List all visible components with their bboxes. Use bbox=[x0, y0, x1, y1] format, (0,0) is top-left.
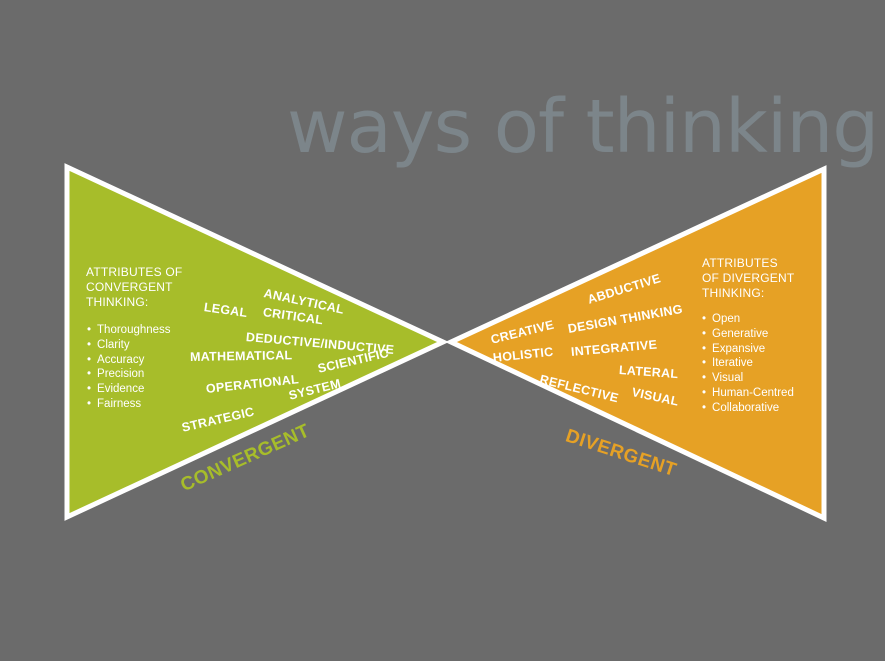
divergent-attribute: Generative bbox=[702, 327, 794, 342]
divergent-attribute: Collaborative bbox=[702, 401, 794, 416]
convergent-attributes-list: Thoroughness Clarity Accuracy Precision … bbox=[87, 323, 171, 412]
convergent-attributes-heading: ATTRIBUTES OF CONVERGENT THINKING: bbox=[86, 265, 182, 310]
convergent-triangle bbox=[64, 163, 449, 521]
page-title: ways of thinking. bbox=[287, 84, 885, 170]
convergent-attribute: Evidence bbox=[87, 382, 171, 397]
divergent-attribute: Human-Centred bbox=[702, 386, 794, 401]
convergent-heading-line-3: THINKING: bbox=[86, 295, 149, 309]
convergent-heading-line-1: ATTRIBUTES OF bbox=[86, 265, 183, 279]
divergent-heading-line-3: THINKING: bbox=[702, 286, 765, 300]
term-mathematical: MATHEMATICAL bbox=[189, 348, 293, 364]
convergent-attribute: Thoroughness bbox=[87, 323, 171, 338]
divergent-attribute: Expansive bbox=[702, 342, 794, 357]
convergent-attribute: Accuracy bbox=[87, 353, 171, 368]
divergent-triangle bbox=[445, 165, 827, 522]
divergent-attribute: Visual bbox=[702, 371, 794, 386]
convergent-heading-line-2: CONVERGENT bbox=[86, 280, 173, 294]
divergent-heading-line-1: ATTRIBUTES bbox=[702, 256, 778, 270]
divergent-attributes-list: Open Generative Expansive Iterative Visu… bbox=[702, 312, 794, 416]
divergent-attributes-heading: ATTRIBUTES OF DIVERGENT THINKING: bbox=[702, 256, 794, 301]
divergent-heading-line-2: OF DIVERGENT bbox=[702, 271, 795, 285]
convergent-attribute: Fairness bbox=[87, 397, 171, 412]
divergent-attribute: Open bbox=[702, 312, 794, 327]
convergent-attribute: Clarity bbox=[87, 338, 171, 353]
convergent-attribute: Precision bbox=[87, 367, 171, 382]
divergent-attribute: Iterative bbox=[702, 356, 794, 371]
